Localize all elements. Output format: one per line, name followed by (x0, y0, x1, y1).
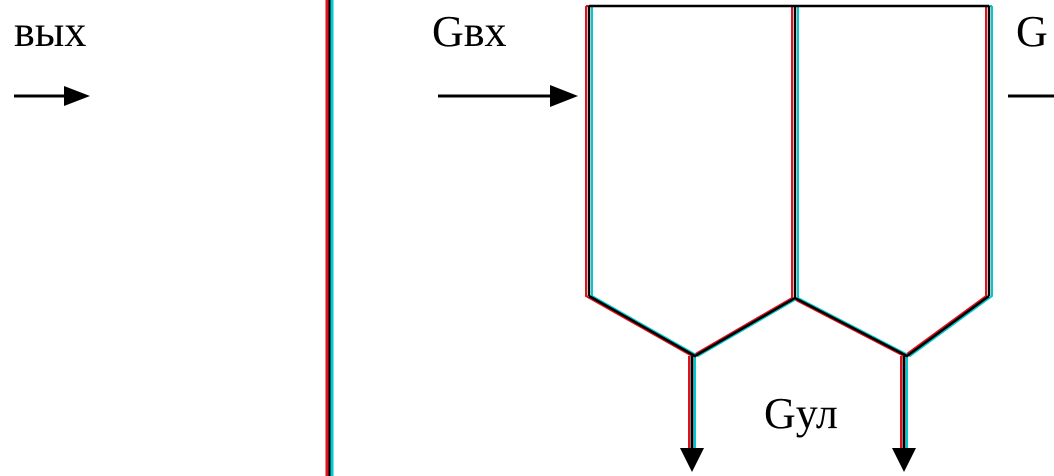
inlet-flow-label: Gвх (432, 7, 507, 56)
removed-flow-label: Gул (764, 389, 838, 438)
discharge-arrow-left (680, 356, 704, 472)
discharge-arrow-right (892, 356, 916, 472)
vessel-hopper-bottom (588, 294, 990, 358)
section-divider (325, 0, 334, 476)
left-partial-label: вых (14, 7, 86, 56)
outlet-flow-label: G (1016, 7, 1048, 56)
inlet-flow-arrow (438, 85, 578, 107)
separator-vessel (587, 4, 991, 358)
left-flow-arrow (14, 86, 90, 106)
